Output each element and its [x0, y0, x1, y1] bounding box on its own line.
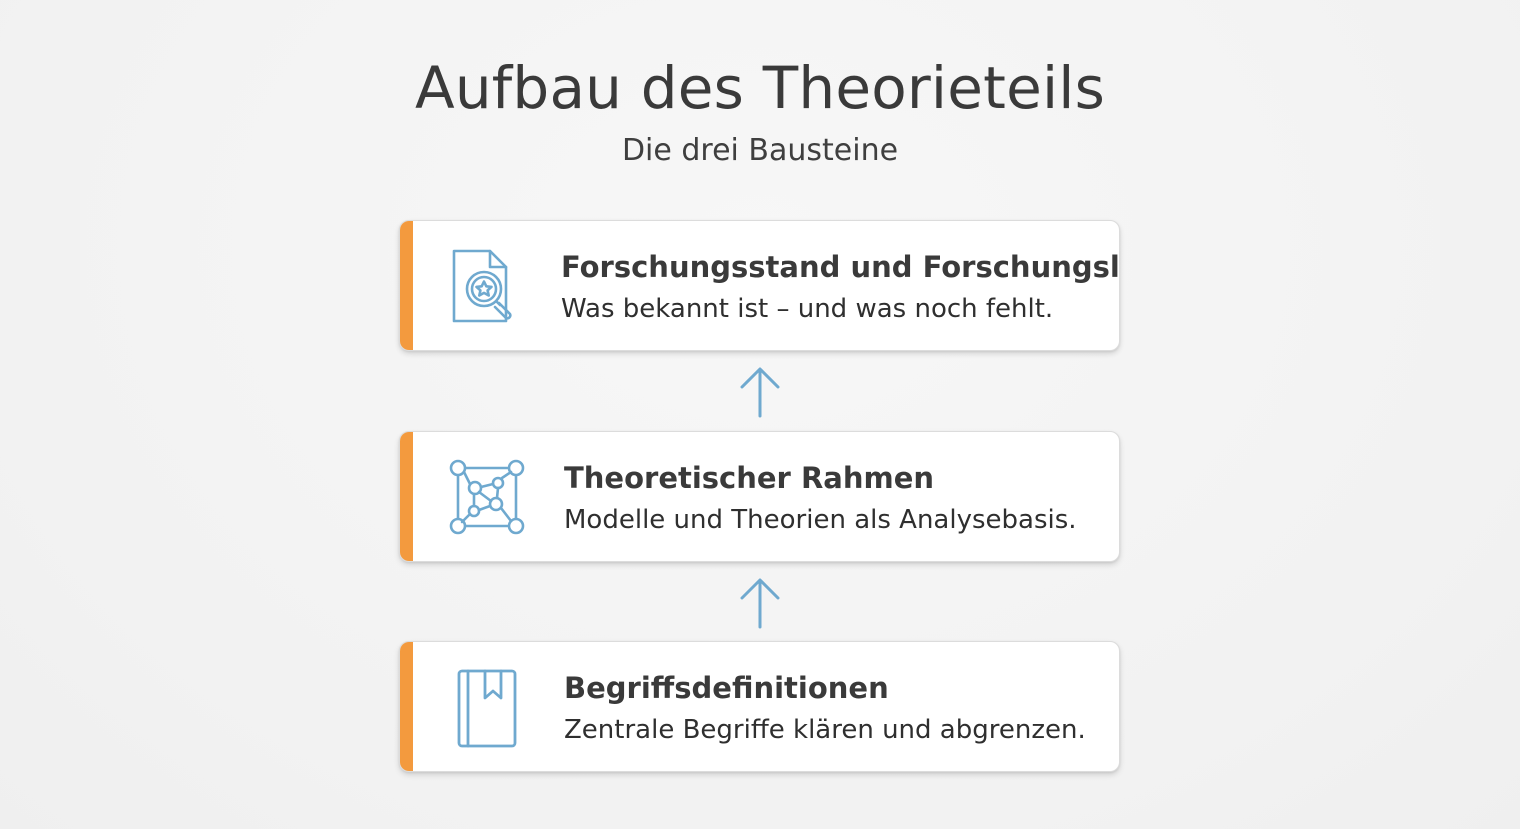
arrow-up-icon [740, 366, 780, 418]
card-title: Begriffsdefinitionen [564, 671, 889, 705]
card-description: Modelle und Theorien als Analysebasis. [564, 505, 1077, 535]
card-forschungsstand: Forschungsstand und Forschungslücke Was … [399, 220, 1120, 351]
page-subtitle: Die drei Bausteine [621, 133, 899, 168]
card-accent-bar [400, 221, 413, 350]
document-search-icon [444, 245, 528, 329]
arrow-up-icon [740, 577, 780, 629]
card-description: Was bekannt ist – und was noch fehlt. [561, 294, 1054, 324]
network-framework-icon [444, 456, 528, 540]
card-title: Theoretischer Rahmen [564, 461, 935, 495]
card-title: Forschungsstand und Forschungslücke [561, 250, 1120, 284]
page-title: Aufbau des Theorieteils [414, 54, 1106, 122]
card-accent-bar [400, 642, 413, 771]
card-begriffsdefinitionen: Begriffsdefinitionen Zentrale Begriffe k… [399, 641, 1120, 772]
card-description: Zentrale Begriffe klären und abgrenzen. [564, 715, 1086, 745]
card-theoretischer-rahmen: Theoretischer Rahmen Modelle und Theorie… [399, 431, 1120, 562]
card-accent-bar [400, 432, 413, 561]
bookmark-book-icon [444, 666, 528, 750]
